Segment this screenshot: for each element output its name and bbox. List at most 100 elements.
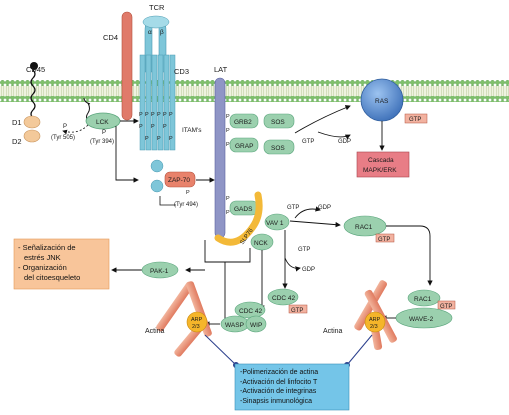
- jnk-cytoskeleton-box: [13, 238, 110, 290]
- zap-autophos-arrow: [159, 196, 176, 206]
- itam-p: P: [169, 112, 173, 118]
- lat-phosphates: P P P P P: [226, 114, 230, 216]
- vav-gtp-label: GTP: [287, 205, 299, 211]
- outcomes-box: [234, 363, 350, 411]
- zap70-label: ZAP-70: [168, 177, 190, 184]
- tcr-complex: [139, 15, 176, 151]
- itam-p: P: [151, 112, 155, 118]
- vav-cdc42-arrows: [282, 230, 301, 289]
- actin-filaments-right: [354, 280, 397, 350]
- rac1-wave2: [381, 289, 456, 329]
- ras-label: RAS: [375, 98, 389, 105]
- d2-label: D2: [12, 137, 22, 146]
- zap70-kinase: [150, 159, 196, 193]
- tyr505-label: (Tyr 505): [51, 135, 75, 141]
- outcome-line3: -Activación de integrinas: [240, 388, 317, 395]
- itam-p: P: [151, 124, 155, 130]
- grb2-grap-sos: [229, 113, 295, 155]
- lat-p: P: [226, 142, 230, 148]
- sos-label-1: SOS: [271, 119, 285, 126]
- lat-p: P: [226, 210, 230, 216]
- d1-label: D1: [12, 118, 22, 127]
- rac1-low-gtp: GTP: [440, 304, 452, 310]
- cascade-label-1: Cascada: [368, 157, 394, 164]
- itam-p: P: [145, 112, 149, 118]
- rac1-top-gtp: GTP: [378, 237, 390, 243]
- actin-filaments-left: [156, 281, 212, 357]
- tyr394-label: (Tyr 394): [90, 139, 114, 145]
- lck-kinase: [62, 97, 121, 135]
- pak1-label: PAK-1: [150, 268, 169, 275]
- itam-p: P: [169, 136, 173, 142]
- itam-p: P: [139, 124, 143, 130]
- pak1-kinase: [141, 261, 179, 279]
- cdc42-free-label: CDC 42: [272, 295, 296, 302]
- arp-left-line2: 2/3: [192, 324, 200, 330]
- cdc-gdp-label: GDP: [302, 267, 315, 273]
- alpha-label: α: [148, 29, 152, 36]
- wip-label: WIP: [250, 322, 262, 329]
- cdc42-free: [267, 288, 308, 314]
- cdc-gtp-label: GTP: [298, 247, 310, 253]
- ras-gtp-label: GTP: [409, 117, 421, 123]
- cd3-label: CD3: [174, 67, 189, 76]
- lck-p-tyr394: P: [102, 130, 106, 136]
- slp76-adaptor: [214, 191, 263, 246]
- lck-p-tyr505: P: [63, 124, 67, 130]
- beta-label: β: [160, 29, 164, 36]
- vav1-nck: [250, 213, 290, 251]
- itam-p: P: [139, 112, 143, 118]
- arp-left-line1: ARP: [191, 317, 203, 323]
- cascade-label-2: MAPK/ERK: [363, 167, 397, 174]
- itam-p: P: [145, 136, 149, 142]
- zap70-p: P: [186, 190, 190, 196]
- ras-protein: [294, 78, 428, 151]
- vav-gdp-label: GDP: [318, 205, 331, 211]
- cd45-receptor: [23, 62, 41, 143]
- rac1-low-label: RAC1: [414, 296, 432, 303]
- rac1-top: [343, 215, 433, 286]
- sos-label-2: SOS: [271, 145, 285, 152]
- lat-label: LAT: [214, 65, 228, 74]
- arp-right-line2: 2/3: [370, 324, 378, 330]
- nck-label: NCK: [254, 240, 268, 247]
- cdc42-free-gtp: GTP: [291, 308, 303, 314]
- itams-label: ITAM's: [182, 127, 202, 134]
- vav1-label: VAV 1: [266, 220, 284, 227]
- jnk-line4: del citoesqueleto: [24, 273, 81, 282]
- lat-p: P: [226, 196, 230, 202]
- lck-label: LCK: [96, 119, 109, 126]
- cd4-coreceptor: [121, 11, 133, 121]
- lck-arrows: [115, 118, 139, 183]
- jnk-line3: - Organización: [18, 263, 67, 272]
- arp-right-line1: ARP: [369, 317, 381, 323]
- actina-left-label: Actina: [145, 328, 165, 335]
- wasp-complex: [220, 301, 267, 333]
- cdc42-bound-label: CDC 42: [239, 308, 263, 315]
- itam-p: P: [157, 112, 161, 118]
- outcome-line2: -Activación del linfocito T: [240, 378, 318, 386]
- tyr494-label: (Tyr 494): [174, 202, 198, 208]
- wave2-label: WAVE-2: [409, 316, 434, 323]
- outcome-line1: -Polimerización de actina: [240, 369, 319, 376]
- mapk-cascade-box: [356, 151, 410, 178]
- ras-gtp-arrow-label: GTP: [302, 139, 314, 145]
- itam-p: P: [163, 124, 167, 130]
- cd45-label: CD45: [26, 65, 45, 74]
- outcome-line4: -Sinapsis inmunológica: [240, 397, 312, 405]
- tcr-label: TCR: [149, 3, 165, 12]
- cell-membrane: [0, 80, 509, 102]
- grap-label: GRAP: [235, 143, 253, 150]
- rac1-top-label: RAC1: [355, 224, 373, 231]
- jnk-line1: - Señalización de: [18, 243, 76, 252]
- itam-phosphates: P P P P P P P P P P P P: [139, 112, 173, 142]
- vav-rac1-arrows: [289, 206, 341, 228]
- lat-p: P: [226, 128, 230, 134]
- jnk-cytoskeleton-text: - Señalización de estrés JNK - Organizac…: [18, 243, 108, 283]
- cd4-label: CD4: [103, 33, 118, 42]
- outcomes-text: -Polimerización de actina -Activación de…: [240, 368, 350, 406]
- wasp-label: WASP: [225, 322, 244, 329]
- jnk-line2: estrés JNK: [24, 253, 61, 262]
- grb2-label: GRB2: [234, 119, 252, 126]
- actina-right-label: Actina: [323, 328, 343, 335]
